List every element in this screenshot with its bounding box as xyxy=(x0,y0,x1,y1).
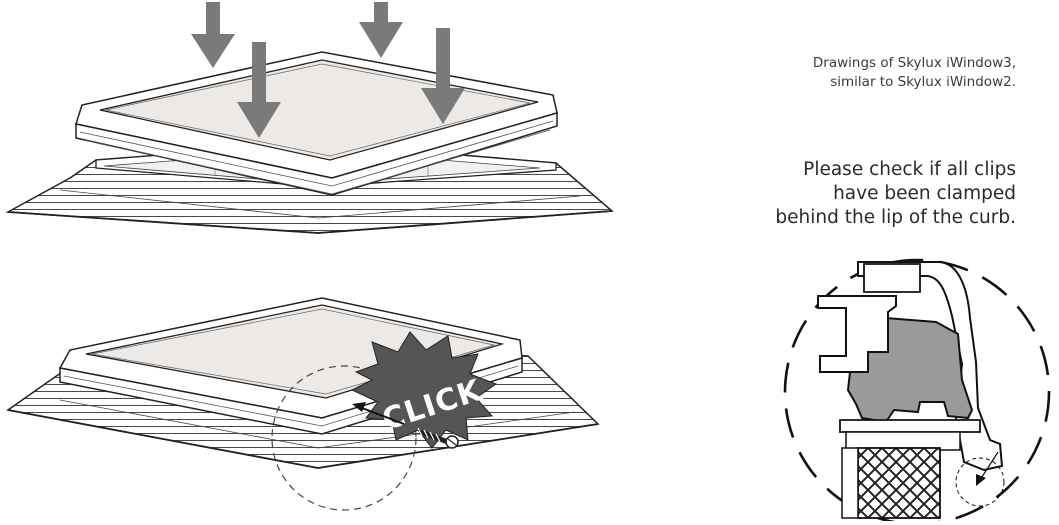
caption-instruction: Please check if all clips have been clam… xyxy=(696,158,1016,230)
top-assembly xyxy=(5,2,614,234)
magnify-circle-icon xyxy=(271,365,417,511)
caption-instruction-line1: Please check if all clips xyxy=(803,159,1016,180)
curb-insulation xyxy=(857,447,941,519)
caption-drawings: Drawings of Skylux iWindow3, similar to … xyxy=(716,54,1016,92)
bottom-assembly: CLICK xyxy=(6,297,600,511)
caption-instruction-line3: behind the lip of the curb. xyxy=(775,207,1016,228)
screw-icon xyxy=(417,427,459,449)
click-burst-icon: CLICK xyxy=(350,331,498,449)
down-arrow-icon xyxy=(191,2,465,138)
caption-instruction-line2: have been clamped xyxy=(833,183,1016,204)
clip-zoom-circle-icon xyxy=(955,457,1005,507)
clip-pointer-arrow xyxy=(352,402,405,425)
caption-drawings-line1: Drawings of Skylux iWindow3, xyxy=(812,55,1016,71)
caption-drawings-line2: similar to Skylux iWindow2. xyxy=(830,74,1016,90)
section-detail xyxy=(783,258,1051,525)
